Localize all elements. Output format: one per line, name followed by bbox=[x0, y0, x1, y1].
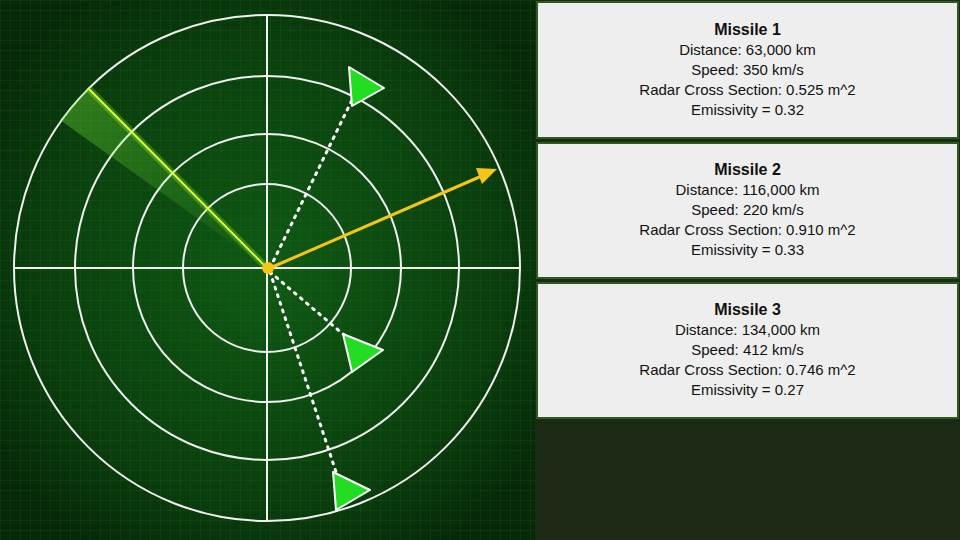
scope-ground bbox=[0, 0, 535, 540]
panel-line: Distance: 116,000 km bbox=[538, 180, 957, 200]
missile-info-panel: Missile 2Distance: 116,000 kmSpeed: 220 … bbox=[536, 142, 959, 279]
panel-line: Speed: 350 km/s bbox=[538, 60, 957, 80]
missile-info-panel: Missile 1Distance: 63,000 kmSpeed: 350 k… bbox=[536, 1, 959, 139]
panel-heading: Missile 2 bbox=[538, 160, 957, 180]
missile-tracks bbox=[270, 100, 352, 478]
radar-center bbox=[262, 262, 274, 274]
panel-heading: Missile 1 bbox=[538, 20, 957, 40]
heading-arrowhead bbox=[476, 168, 497, 184]
panel-line: Radar Cross Section: 0.525 m^2 bbox=[538, 80, 957, 100]
missile-markers bbox=[333, 67, 384, 510]
panel-line: Distance: 134,000 km bbox=[538, 320, 957, 340]
panel-line: Distance: 63,000 km bbox=[538, 40, 957, 60]
panel-ground bbox=[535, 0, 960, 540]
panel-line: Speed: 220 km/s bbox=[538, 200, 957, 220]
sweep-glow bbox=[60, 88, 267, 268]
panel-line: Radar Cross Section: 0.746 m^2 bbox=[538, 360, 957, 380]
sweep-glow-line bbox=[88, 88, 267, 268]
panel-line: Emissivity = 0.32 bbox=[538, 100, 957, 120]
panel-line: Emissivity = 0.33 bbox=[538, 240, 957, 260]
heading-arrow bbox=[270, 175, 484, 268]
panel-line: Speed: 412 km/s bbox=[538, 340, 957, 360]
range-rings bbox=[13, 14, 521, 522]
panel-line: Radar Cross Section: 0.910 m^2 bbox=[538, 220, 957, 240]
panel-heading: Missile 3 bbox=[538, 300, 957, 320]
sweep-line bbox=[88, 88, 267, 268]
scope-grid bbox=[0, 0, 535, 540]
panel-line: Emissivity = 0.27 bbox=[538, 380, 957, 400]
missile-info-panel: Missile 3Distance: 134,000 kmSpeed: 412 … bbox=[536, 282, 959, 419]
